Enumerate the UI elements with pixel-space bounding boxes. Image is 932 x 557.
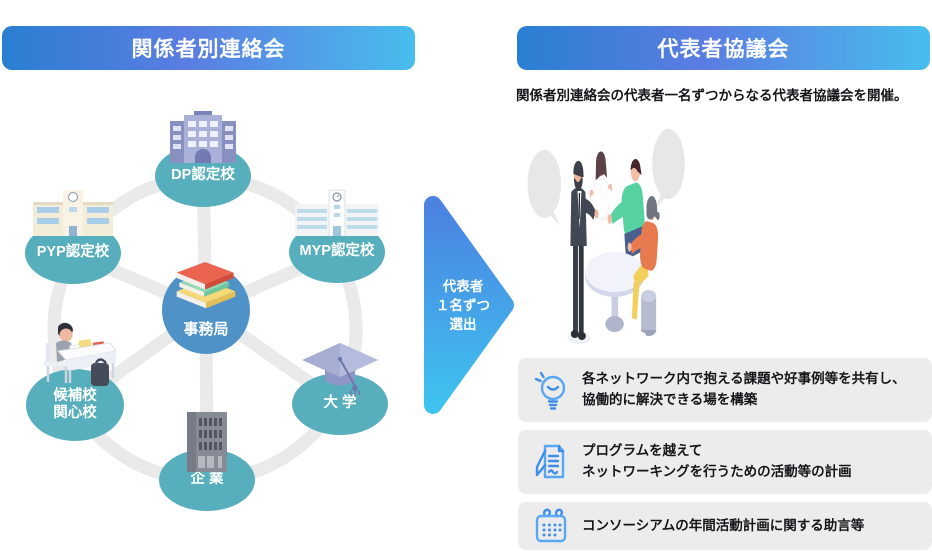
office-building-icon bbox=[187, 412, 227, 472]
study-desk-icon bbox=[44, 322, 117, 386]
node-university: 大 学 bbox=[292, 343, 388, 435]
bullet-share-issues: 各ネットワーク内で抱える課題や好事例等を共有し、 協働的に解決できる場を構築 bbox=[518, 358, 932, 422]
graduation-cap-icon bbox=[302, 343, 378, 396]
node-pyp-school: PYP認定校 bbox=[25, 190, 121, 284]
meeting-illustration bbox=[527, 129, 685, 344]
node-label: 企 業 bbox=[190, 471, 224, 488]
bullet-text: コンソーシアムの年間活動計画に関する助言等 bbox=[582, 517, 865, 533]
node-secretariat-hub: 事務局 bbox=[162, 262, 250, 354]
bullet-networking-plan: プログラムを越えて ネットワーキングを行うための活動等の計画 bbox=[518, 430, 932, 494]
node-label: MYP認定校 bbox=[299, 243, 375, 260]
arrow-label: 代表者 １名ずつ 選出 bbox=[436, 279, 490, 332]
node-label: 候補校 bbox=[53, 387, 97, 404]
person-man-suit bbox=[568, 160, 599, 344]
left-header-label: 関係者別連絡会 bbox=[131, 38, 286, 61]
selection-arrow bbox=[424, 196, 514, 414]
node-label: 大 学 bbox=[323, 395, 357, 412]
dp-building-icon bbox=[170, 111, 236, 163]
bullet-annual-plan-advice: コンソーシアムの年間活動計画に関する助言等 bbox=[518, 502, 932, 550]
lightbulb-icon bbox=[534, 371, 566, 410]
hub-label: 事務局 bbox=[183, 321, 229, 338]
speech-bubble-right-icon bbox=[652, 129, 685, 208]
calendar-icon bbox=[535, 508, 567, 543]
council-subtitle: 関係者別連絡会の代表者一名ずつからなる代表者協議会を開催。 bbox=[516, 88, 908, 103]
node-company: 企 業 bbox=[159, 412, 255, 511]
person-woman-orange bbox=[627, 195, 660, 342]
document-pen-icon bbox=[535, 444, 565, 479]
node-label: DP認定校 bbox=[171, 167, 235, 184]
node-dp-school: DP認定校 bbox=[155, 111, 251, 207]
round-table bbox=[584, 252, 645, 332]
left-header: 関係者別連絡会 bbox=[2, 26, 415, 70]
node-myp-school: MYP認定校 bbox=[289, 189, 385, 283]
books-icon bbox=[176, 262, 236, 309]
right-header: 代表者協議会 bbox=[517, 26, 930, 70]
person-woman-white bbox=[589, 151, 613, 220]
bullet-text: プログラムを越えて ネットワーキングを行うための活動等の計画 bbox=[582, 443, 852, 479]
speech-bubble-left-icon bbox=[527, 150, 562, 226]
bullet-text: 各ネットワーク内で抱える課題や好事例等を共有し、 協働的に解決できる場を構築 bbox=[582, 371, 906, 407]
right-header-label: 代表者協議会 bbox=[657, 38, 790, 61]
node-label: PYP認定校 bbox=[36, 244, 110, 261]
pyp-building-icon bbox=[33, 190, 113, 236]
myp-building-icon bbox=[295, 189, 379, 236]
node-candidate-schools: 候補校 関心校 bbox=[26, 322, 124, 441]
node-label: 関心校 bbox=[53, 405, 97, 421]
